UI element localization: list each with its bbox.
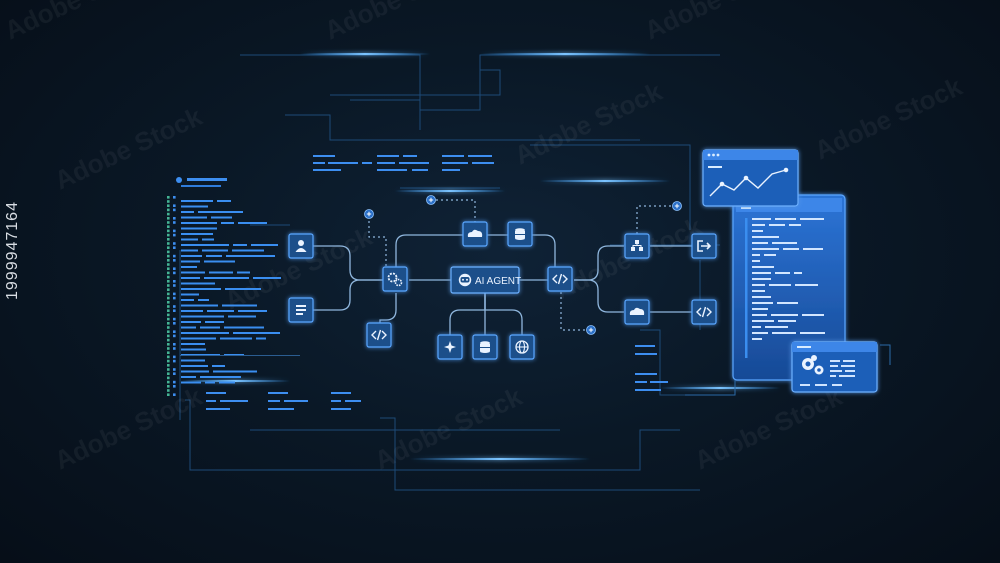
svg-text:Adobe Stock: Adobe Stock bbox=[370, 381, 527, 476]
right-circuit bbox=[685, 344, 891, 396]
diagram-node bbox=[437, 334, 463, 360]
bottom-code-dashes bbox=[206, 345, 668, 410]
code-icon bbox=[552, 273, 568, 285]
phone-code-lines bbox=[752, 218, 825, 340]
dotted-connectors bbox=[368, 199, 676, 331]
right-devices bbox=[702, 149, 878, 393]
svg-text:Adobe Stock: Adobe Stock bbox=[320, 0, 477, 45]
svg-text:Adobe Stock: Adobe Stock bbox=[510, 76, 667, 171]
sparkle-icon bbox=[444, 341, 456, 353]
stock-id-label: 1999947164 bbox=[4, 201, 21, 300]
diagram-node bbox=[462, 221, 488, 247]
code-icon bbox=[371, 329, 387, 341]
plus-icon bbox=[586, 325, 596, 335]
gear-icon bbox=[387, 272, 403, 287]
diagram-node bbox=[624, 299, 650, 325]
plus-icon bbox=[426, 195, 436, 205]
cloud-icon bbox=[467, 229, 483, 237]
gears-icon bbox=[802, 355, 824, 375]
svg-text:Adobe Stock: Adobe Stock bbox=[640, 0, 797, 45]
plus-badges bbox=[364, 195, 682, 335]
diagram-node bbox=[691, 233, 717, 259]
diagram-node bbox=[509, 334, 535, 360]
globe-icon bbox=[515, 340, 529, 354]
database-icon bbox=[480, 341, 490, 353]
settings-window bbox=[791, 341, 878, 393]
svg-text:Adobe Stock: Adobe Stock bbox=[50, 381, 207, 476]
chart-window bbox=[702, 149, 799, 207]
diagram-node bbox=[691, 299, 717, 325]
connector-lines bbox=[313, 234, 692, 335]
exit-icon bbox=[697, 240, 712, 252]
diagram-node bbox=[547, 266, 573, 292]
database-icon bbox=[515, 228, 525, 240]
document-icon bbox=[296, 305, 306, 315]
robot-icon bbox=[458, 273, 472, 287]
svg-text:Adobe Stock: Adobe Stock bbox=[810, 71, 967, 166]
diagram-node bbox=[624, 233, 650, 259]
diagram-node bbox=[507, 221, 533, 247]
diagram-node bbox=[366, 322, 392, 348]
settings-rows bbox=[800, 360, 855, 386]
svg-text:Adobe Stock: Adobe Stock bbox=[50, 101, 207, 196]
diagram-node bbox=[472, 334, 498, 360]
diagram-node bbox=[288, 297, 314, 323]
svg-text:Adobe Stock: Adobe Stock bbox=[0, 0, 157, 45]
ai-agent-label: AI AGENT bbox=[475, 276, 521, 287]
top-code-dashes bbox=[313, 155, 494, 171]
user-icon bbox=[295, 240, 307, 252]
diagram-nodes bbox=[288, 221, 717, 360]
hierarchy-icon bbox=[631, 240, 643, 251]
diagram-node bbox=[288, 233, 314, 259]
left-dot-column bbox=[167, 196, 176, 396]
chart-icon bbox=[709, 167, 789, 197]
ai-agent-node: AI AGENT bbox=[450, 266, 521, 294]
diagram-node bbox=[382, 266, 408, 292]
left-code-lines bbox=[181, 200, 281, 384]
glow-streaks bbox=[180, 53, 780, 460]
plus-icon bbox=[364, 209, 374, 219]
cloud-icon bbox=[629, 307, 645, 315]
left-code-panel bbox=[167, 177, 300, 396]
plus-icon bbox=[672, 201, 682, 211]
code-icon bbox=[696, 306, 712, 318]
